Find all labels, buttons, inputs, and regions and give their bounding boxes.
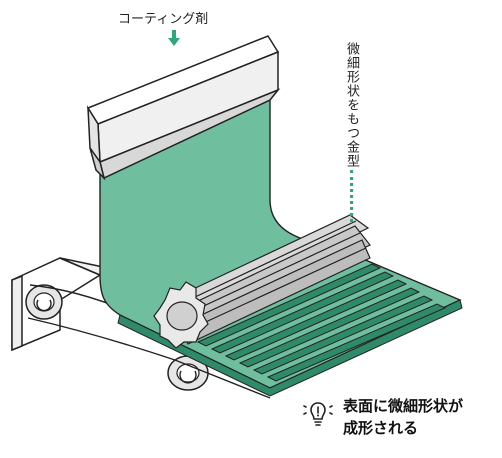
bottom-roller — [167, 355, 209, 391]
coating-dispenser — [86, 35, 281, 181]
left-roller — [25, 284, 63, 320]
coating-agent-label: コーティング剤 — [118, 12, 209, 27]
down-arrow-icon — [168, 30, 180, 46]
result-line-2: 成形される — [343, 419, 419, 437]
lightbulb-icon — [303, 402, 333, 426]
mold-label: 微細形状をもつ金型 — [344, 42, 359, 168]
result-line-1: 表面に微細形状が — [343, 397, 464, 415]
mold-pointer — [350, 170, 359, 222]
result-caption: 表面に微細形状が 成形される — [343, 395, 463, 439]
formed-ridges — [196, 263, 447, 382]
patterned-mold — [153, 214, 371, 349]
